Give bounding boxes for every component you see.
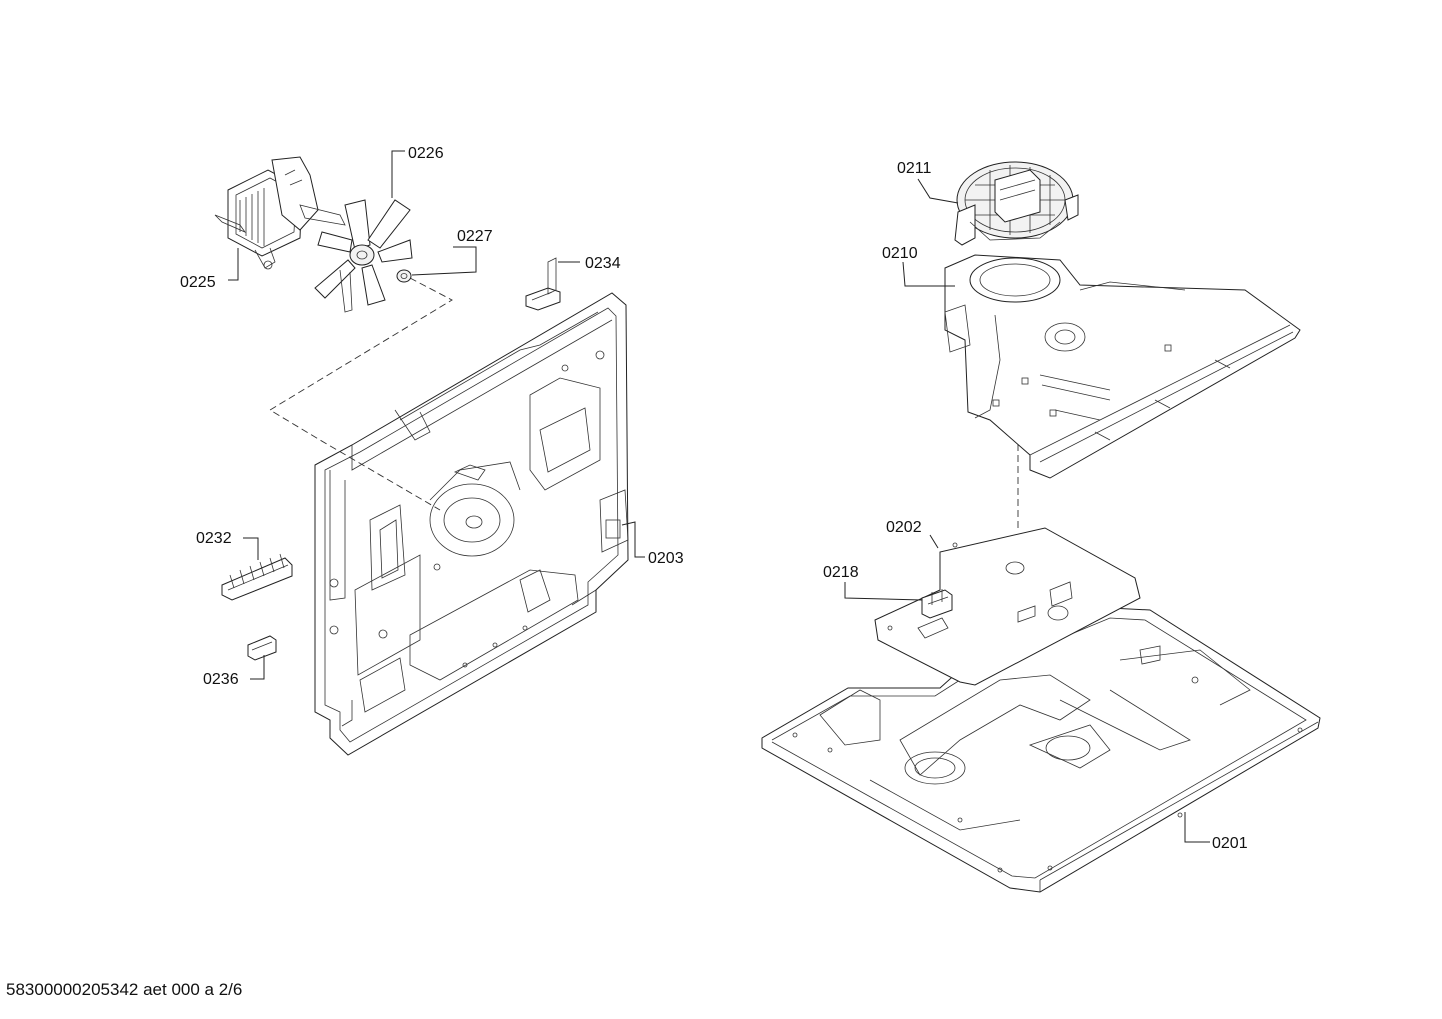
label-0211: 0211	[897, 160, 932, 177]
fan-housing-duct	[944, 254, 1301, 479]
label-0210: 0210	[882, 245, 918, 262]
label-0203: 0203	[648, 550, 684, 567]
temperature-sensor	[525, 257, 561, 311]
door-switch	[921, 589, 953, 619]
label-0201: 0201	[1212, 835, 1248, 852]
label-0218: 0218	[823, 564, 859, 581]
document-id: 58300000205342 aet 000 a 2/6	[6, 980, 243, 999]
rear-wall-panel	[314, 292, 629, 756]
shield-plate	[874, 527, 1141, 686]
fan-wheel	[314, 199, 413, 313]
terminal-block	[221, 553, 293, 601]
label-0232: 0232	[196, 530, 232, 547]
label-0226: 0226	[408, 145, 444, 162]
label-0225: 0225	[180, 274, 216, 291]
fan-motor	[214, 156, 346, 270]
connector	[247, 635, 277, 661]
fan-nut	[396, 269, 412, 283]
base-plate	[761, 607, 1321, 893]
blower-fan	[954, 161, 1079, 246]
label-0234: 0234	[585, 255, 621, 272]
label-0236: 0236	[203, 671, 239, 688]
label-0227: 0227	[457, 228, 493, 245]
label-0202: 0202	[886, 519, 922, 536]
